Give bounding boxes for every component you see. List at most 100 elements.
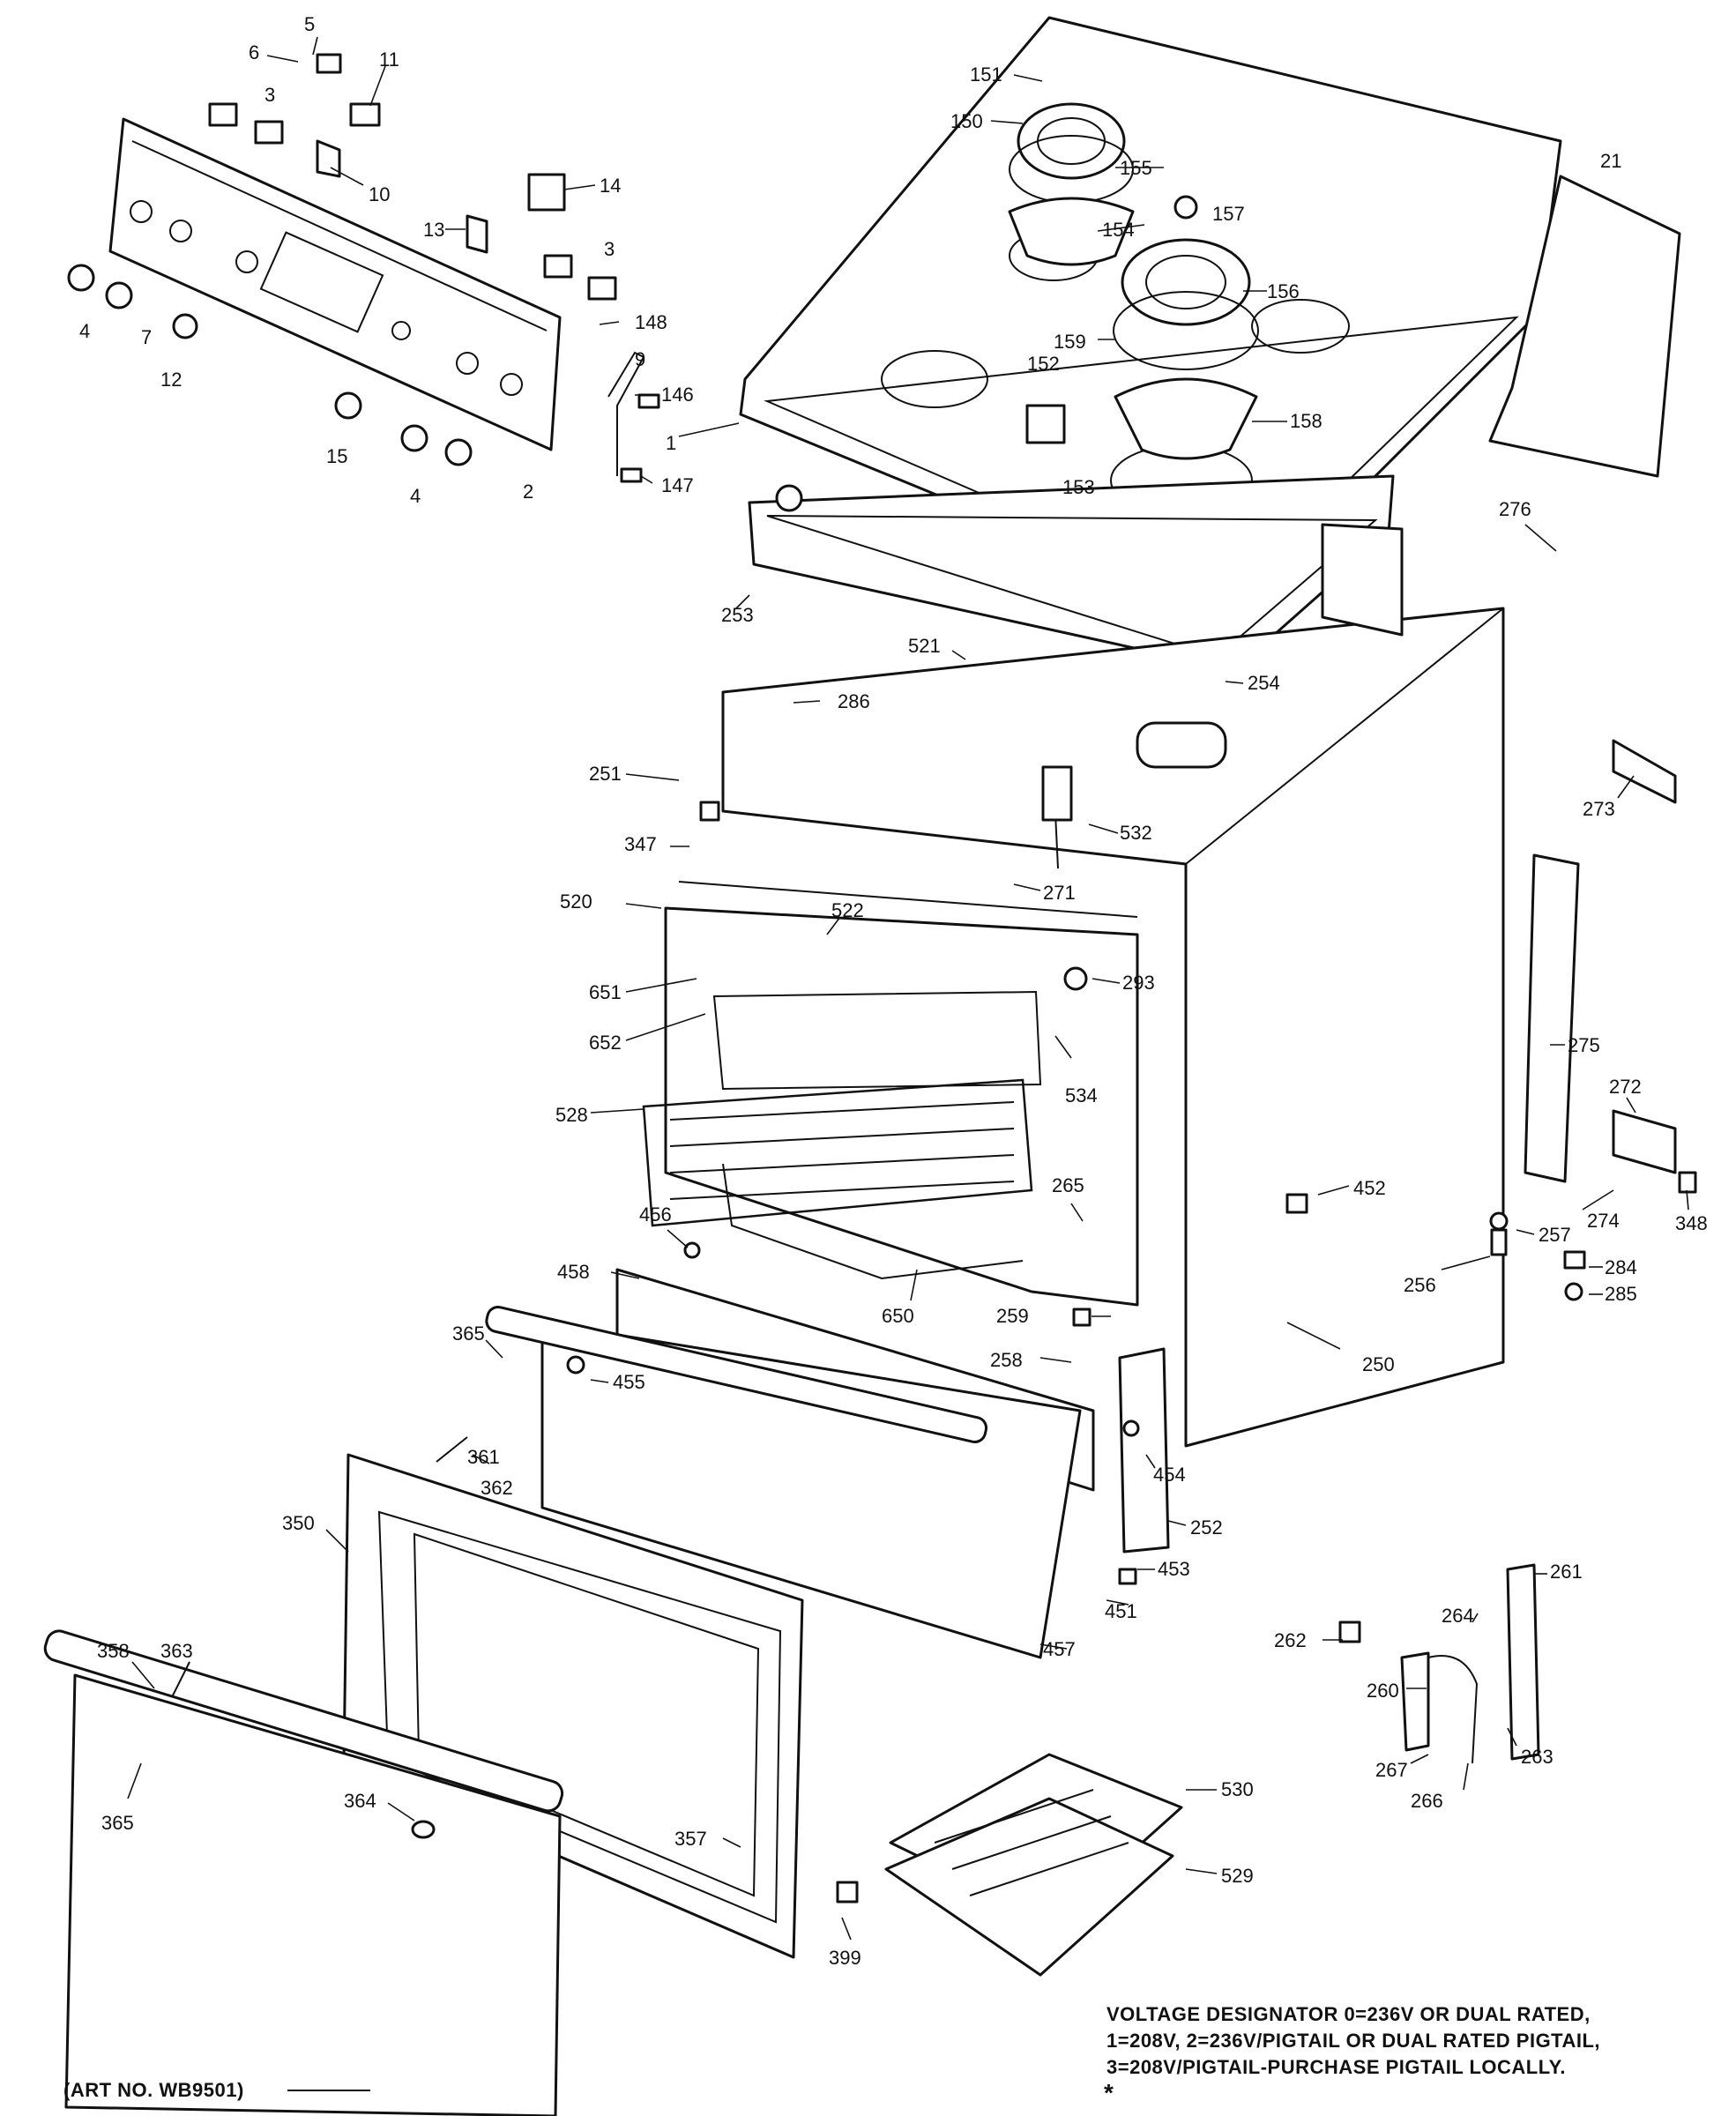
- callout-label: 454: [1153, 1464, 1186, 1486]
- callout-label: 522: [831, 899, 864, 921]
- callout-label: 361: [467, 1446, 500, 1468]
- callout-label: 252: [1190, 1516, 1223, 1539]
- callout-label: 271: [1043, 882, 1076, 904]
- callout-label: 264: [1442, 1605, 1474, 1627]
- callout-label: 365: [452, 1322, 485, 1345]
- callout-label: 158: [1290, 410, 1322, 432]
- callout-label: 254: [1248, 672, 1280, 694]
- callout-label: 4: [79, 320, 90, 342]
- callout-label: 12: [160, 369, 182, 391]
- callout-label: 532: [1120, 822, 1152, 844]
- callout-label: 146: [661, 384, 694, 406]
- callout-label: 4: [410, 485, 421, 507]
- cooktop-tub: [748, 474, 1395, 672]
- control-panel: [108, 117, 562, 451]
- oven-racks: [642, 990, 1042, 1280]
- callout-label: 263: [1521, 1746, 1553, 1768]
- callout-label: 357: [674, 1828, 707, 1850]
- broiler-pan: [884, 1753, 1183, 1977]
- callout-label: 273: [1583, 798, 1615, 820]
- callout-label: 156: [1267, 280, 1300, 302]
- oven-body: [721, 523, 1677, 1448]
- callout-labels: 5 6 3 11 10 14 13 3 4 7 12 148 9 146 15 …: [79, 13, 1708, 1969]
- callout-label: 151: [970, 63, 1002, 86]
- callout-label: 9: [635, 348, 645, 370]
- callout-label: 650: [882, 1305, 914, 1327]
- callout-label: 260: [1367, 1680, 1399, 1702]
- callout-label: 652: [589, 1032, 622, 1054]
- callout-label: 251: [589, 763, 622, 785]
- art-number: (ART NO. WB9501): [63, 2079, 244, 2101]
- callout-label: 365: [101, 1812, 134, 1834]
- callout-label: 152: [1027, 353, 1060, 375]
- callout-label: 272: [1609, 1076, 1642, 1098]
- callout-label: 2: [523, 481, 533, 503]
- callout-label: 21: [1600, 150, 1621, 172]
- callout-label: 15: [326, 445, 347, 467]
- drawer-assembly: [485, 1268, 1170, 1659]
- callout-label: 521: [908, 635, 941, 657]
- callout-label: 5: [304, 13, 315, 35]
- callout-label: 286: [838, 690, 870, 712]
- back-panel-21: [1488, 175, 1681, 478]
- note-line-3: 3=208V/PIGTAIL-PURCHASE PIGTAIL LOCALLY.: [1106, 2056, 1567, 2078]
- callout-label: 250: [1362, 1353, 1395, 1375]
- callout-label: 159: [1054, 331, 1086, 353]
- note-symbol: *: [1104, 2079, 1114, 2106]
- voltage-designator-note: VOLTAGE DESIGNATOR 0=236V OR DUAL RATED,…: [1106, 2001, 1724, 2081]
- callout-label: 275: [1568, 1034, 1600, 1056]
- callout-label: 293: [1122, 972, 1155, 994]
- oven-liner: [664, 765, 1139, 1307]
- callout-label: 363: [160, 1640, 193, 1662]
- callout-label: 148: [635, 311, 667, 333]
- callout-label: 266: [1411, 1790, 1443, 1812]
- callout-label: 274: [1587, 1210, 1620, 1232]
- note-line-2: 1=208V, 2=236V/PIGTAIL OR DUAL RATED PIG…: [1106, 2030, 1601, 2052]
- callout-label: 284: [1605, 1256, 1637, 1278]
- callout-label: 364: [344, 1790, 376, 1812]
- callout-label: 362: [481, 1477, 513, 1499]
- oven-door: [342, 1453, 804, 1959]
- outer-door-panel: [43, 1629, 564, 2116]
- door-hinges: [836, 1563, 1540, 1904]
- callout-label: 453: [1158, 1558, 1190, 1580]
- callout-label: 253: [721, 604, 754, 626]
- callout-label: 14: [600, 175, 621, 197]
- switches: [208, 53, 660, 483]
- callout-label: 457: [1043, 1638, 1076, 1660]
- knobs: [67, 264, 473, 466]
- note-line-1: VOLTAGE DESIGNATOR 0=236V OR DUAL RATED,: [1106, 2003, 1591, 2025]
- callout-label: 528: [555, 1104, 588, 1126]
- callout-label: 13: [423, 219, 444, 241]
- callout-label: 358: [97, 1640, 130, 1662]
- leader-lines: [127, 36, 1689, 1941]
- callout-label: 150: [950, 110, 983, 132]
- callout-label: 1: [666, 432, 676, 454]
- callout-label: 451: [1105, 1600, 1137, 1622]
- callout-label: 10: [369, 183, 390, 205]
- callout-label: 458: [557, 1261, 590, 1283]
- art-number-rule: [287, 2090, 370, 2091]
- callout-label: 256: [1404, 1274, 1436, 1296]
- surface-units: [1008, 102, 1259, 460]
- callout-label: 651: [589, 981, 622, 1003]
- callout-label: 267: [1375, 1759, 1408, 1781]
- callout-label: 262: [1274, 1629, 1307, 1651]
- callout-label: 529: [1221, 1865, 1254, 1887]
- callout-label: 285: [1605, 1283, 1637, 1305]
- callout-label: 6: [249, 41, 259, 63]
- callout-label: 261: [1550, 1561, 1583, 1583]
- callout-label: 257: [1539, 1224, 1571, 1246]
- callout-label: 155: [1120, 157, 1152, 179]
- callout-label: 534: [1065, 1084, 1098, 1106]
- callout-label: 258: [990, 1349, 1023, 1371]
- callout-label: 3: [604, 238, 615, 260]
- callout-label: 7: [141, 326, 152, 348]
- callout-label: 157: [1212, 203, 1245, 225]
- callout-label: 276: [1499, 498, 1531, 520]
- callout-label: 348: [1675, 1212, 1708, 1234]
- callout-label: 3: [264, 84, 275, 106]
- callout-label: 520: [560, 890, 592, 913]
- callout-label: 259: [996, 1305, 1029, 1327]
